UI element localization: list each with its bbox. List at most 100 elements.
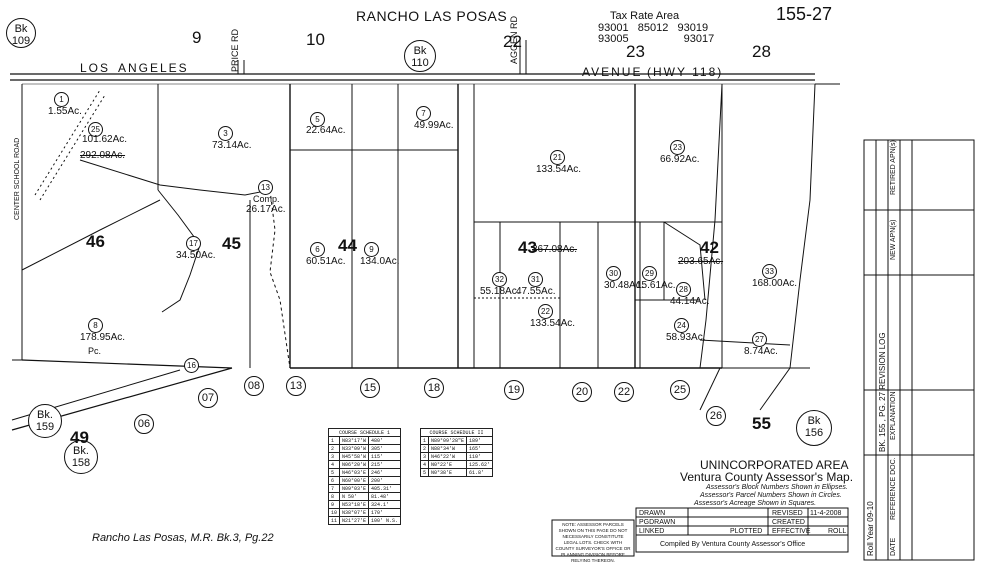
tax-rate-codes-row2: 93005 93017 [598,33,714,45]
course-cell: 2 [419,444,430,453]
title-block-label: LINKED [639,528,665,535]
parcel-circle[interactable]: 30 [606,266,621,281]
parcel-circle[interactable]: 31 [528,272,543,287]
course-cell: N88°34'W [428,444,468,453]
title-block-date: 11-4-2008 [810,510,842,517]
block-number: 49 [70,428,89,447]
parcel-circle[interactable]: 9 [364,242,379,257]
book-ref-circle[interactable]: Bk. 159 [28,404,62,438]
course-cell: 189' [466,436,494,445]
parcel-acres: 30.48Ac. [604,280,644,291]
parcel-acres: 1.55Ac. [48,106,82,117]
parcel-acres: 58.93Ac. [666,332,706,343]
title-block-label: CREATED [772,519,805,526]
parcel-circle[interactable]: 32 [492,272,507,287]
course-cell: 305' [368,444,402,453]
block-number: 42 [700,238,719,257]
parcel-circle[interactable]: 33 [762,264,777,279]
tax-rate-code: 93017 [683,33,715,45]
parcel-circle[interactable]: 24 [674,318,689,333]
course-cell: 4 [419,460,430,469]
parcel-circle[interactable]: 08 [244,376,264,396]
course-cell: 1 [327,436,341,445]
parcel-acres: 8.74Ac. [744,346,778,357]
road-label: (HWY 118) [647,65,724,79]
tax-rate-codes-row1: 93001 85012 93019 [598,22,708,34]
title-block-label: DRAWN [639,510,666,517]
title-block-label: REVISED [772,510,803,517]
revision-roll-year: Roll Year 09-10 [866,501,875,556]
course-cell: 7 [327,484,341,493]
parcel-circle[interactable]: 20 [572,382,592,402]
legend-note: Assessor's Acreage Shown in Squares. [694,500,817,507]
parcel-circle[interactable]: 25 [88,122,103,137]
course-cell: 9 [327,500,341,509]
parcel-acres: 168.00Ac. [752,278,798,289]
tax-rate-code: 93001 [598,22,629,34]
tax-rate-code: 85012 [637,22,669,34]
parcel-circle[interactable]: 21 [550,150,565,165]
parcel-acres: 55.18Ac. [480,286,520,297]
parcel-circle[interactable]: 8 [88,318,103,333]
parcel-circle[interactable]: 19 [504,380,524,400]
parcel-circle[interactable]: 6 [310,242,325,257]
road-label: PRICE RD [230,28,240,72]
parcel-circle[interactable]: 22 [614,382,634,402]
parcel-circle[interactable]: 7 [416,106,431,121]
course-cell: N06°20'W [339,460,370,469]
course-cell: 246' [368,468,402,477]
parcel-circle[interactable]: 1 [54,92,69,107]
parcel-circle[interactable]: 29 [642,266,657,281]
course-cell: 8 [327,492,341,501]
block-number: 45 [222,234,241,253]
course-cell: 11 [327,516,341,525]
course-cell: 324.1' [368,500,402,509]
title-block-label: PLOTTED [730,528,763,535]
book-ref-line: Bk [14,23,28,35]
book-ref-circle[interactable]: Bk 109 [6,18,36,48]
parcel-circle[interactable]: 17 [186,236,201,251]
parcel-circle[interactable]: 15 [360,378,380,398]
parcel-pc-label: Pc. [88,346,102,356]
parcel-circle[interactable]: 16 [184,358,199,373]
parcel-circle[interactable]: 27 [752,332,767,347]
book-ref-circle[interactable]: Bk. 158 [64,440,98,474]
book-ref-circle[interactable]: Bk 110 [404,40,436,72]
parcel-circle[interactable]: 07 [198,388,218,408]
road-label: AGGEN RD [509,15,519,64]
revision-col-header: NEW APN(s) [890,219,897,260]
parcel-acres-alt: 292.08Ac. [80,150,126,161]
book-ref-circle[interactable]: Bk 156 [796,410,832,446]
block-number: 44 [338,236,357,255]
course-cell: N 50' [339,492,370,501]
parcel-circle[interactable]: 25 [670,380,690,400]
map-title: RANCHO LAS POSAS [356,8,508,24]
parcel-circle[interactable]: 22 [538,304,553,319]
course-cell: 5 [419,468,430,477]
parcel-acres: 178.95Ac. [80,332,126,343]
course-cell: N45°58'W [339,452,370,461]
parcel-acres: 134.0Ac. [360,256,400,267]
course-cell: 200' [368,476,402,485]
parcel-circle[interactable]: 26 [706,406,726,426]
parcel-circle[interactable]: 3 [218,126,233,141]
parcel-circle[interactable]: 18 [424,378,444,398]
parcel-circle[interactable]: 13 [258,180,273,195]
section-number: 22 [503,32,522,51]
parcel-circle[interactable]: 23 [670,140,685,155]
parcel-circle[interactable]: 06 [134,414,154,434]
parcel-acres: 44.14Ac. [670,296,710,307]
book-ref-line: Bk [807,415,821,427]
parcel-circle[interactable]: 28 [676,282,691,297]
parcel-acres: 60.51Ac. [306,256,346,267]
book-ref-line: 159 [35,421,55,433]
course-cell: N53°18'E [339,500,370,509]
parcel-circle[interactable]: 5 [310,112,325,127]
compiled-by: Compiled By Ventura County Assessor's Of… [660,541,806,548]
course-cell: 115' [368,452,402,461]
parcel-circle[interactable]: 13 [286,376,306,396]
